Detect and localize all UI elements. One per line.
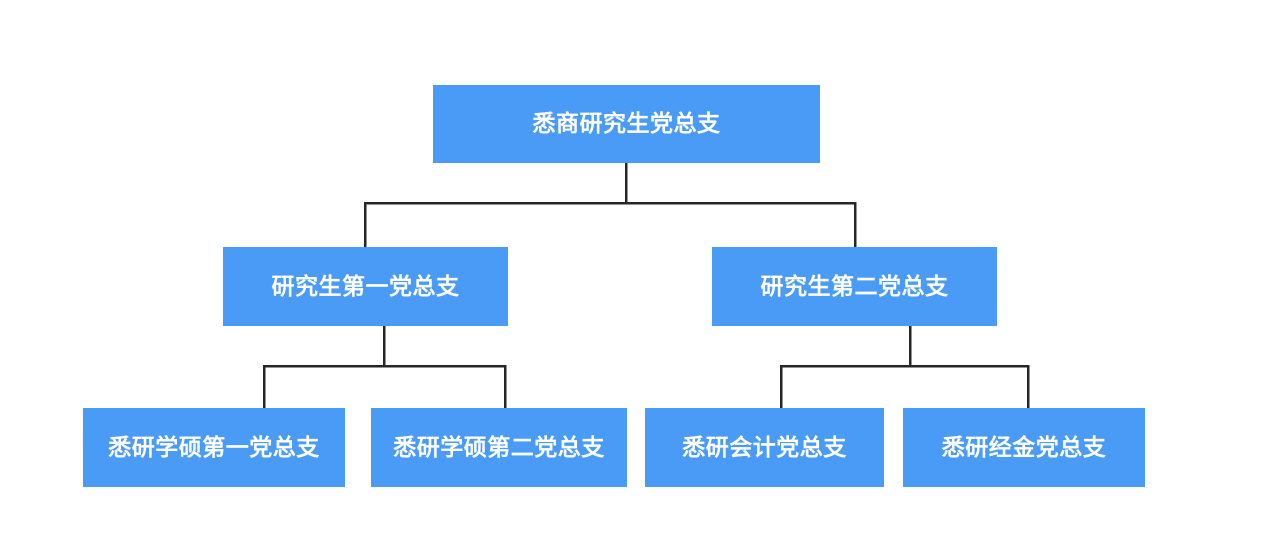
org-node-branch-1[interactable]: 研究生第一党总支: [223, 247, 508, 326]
org-node-leaf-4-label: 悉研经金党总支: [941, 433, 1107, 460]
org-node-branch-1-label: 研究生第一党总支: [271, 272, 460, 299]
org-node-leaf-1[interactable]: 悉研学硕第一党总支: [83, 408, 345, 487]
org-node-branch-2-label: 研究生第二党总支: [760, 272, 949, 299]
org-node-root[interactable]: 悉商研究生党总支: [433, 85, 820, 163]
org-node-leaf-2[interactable]: 悉研学硕第二党总支: [371, 408, 627, 487]
org-node-leaf-2-label: 悉研学硕第二党总支: [393, 433, 605, 460]
org-node-leaf-1-label: 悉研学硕第一党总支: [108, 433, 320, 460]
org-node-branch-2[interactable]: 研究生第二党总支: [712, 247, 997, 326]
org-node-root-label: 悉商研究生党总支: [532, 110, 721, 137]
org-node-leaf-4[interactable]: 悉研经金党总支: [903, 408, 1145, 487]
org-node-leaf-3-label: 悉研会计党总支: [682, 433, 847, 460]
org-node-leaf-3[interactable]: 悉研会计党总支: [645, 408, 884, 487]
